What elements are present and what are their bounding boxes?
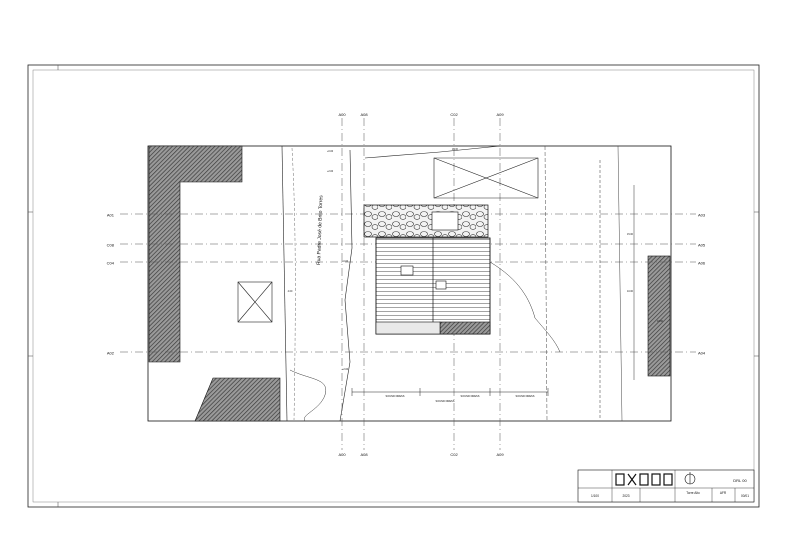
axis-label-right: A05 — [698, 243, 706, 248]
small-note: 10.00 — [657, 320, 664, 323]
roof-skylight — [400, 265, 414, 276]
small-notes: +0.00 +2.00 +0.00 +2.00 15.00 15.00 4.00 10.00 1… — [288, 148, 664, 371]
axis-label-bottom: A08 — [360, 452, 368, 457]
small-note: 4.00 — [288, 290, 293, 293]
section-tag: SOUND DRESS — [460, 394, 479, 398]
axis-label-top: A00 — [338, 112, 346, 117]
section-tag: SOUND DRESS — [515, 394, 534, 398]
date-value: 2023 — [622, 494, 629, 498]
axis-label-right: A06 — [698, 261, 706, 266]
neighbour-building-right — [647, 255, 671, 377]
axis-label-top: C02 — [450, 112, 458, 117]
small-note: +0.00 — [342, 260, 349, 263]
patio-bench — [431, 211, 459, 231]
logo-mark — [615, 473, 673, 486]
bottom-dimension-line — [351, 388, 549, 396]
roof-skylight — [435, 280, 447, 290]
axis-label-top: A08 — [360, 112, 368, 117]
axis-label-top: A09 — [496, 112, 504, 117]
page-number: 00/01 — [741, 494, 749, 498]
section-tag: SOUND DRESS — [435, 399, 454, 403]
section-tag: SOUND DRESS — [385, 394, 404, 398]
terrain-contour-5 — [617, 145, 623, 422]
axis-label-left: A01 — [107, 213, 115, 218]
project-name: Torre Alto — [686, 491, 700, 495]
sheet-outer-frame — [27, 64, 760, 508]
roof-eave — [375, 321, 441, 335]
sheet-inner-frame — [32, 69, 755, 503]
void-marker-left — [237, 281, 273, 323]
terrain-contour-6 — [544, 145, 548, 422]
axis-label-left: A02 — [107, 351, 115, 356]
right-dimension-lines — [599, 160, 635, 420]
street-label: Rua Padre José de Brito Torres — [316, 195, 324, 265]
site-boundary — [147, 145, 672, 422]
title-block — [577, 469, 755, 503]
stone-patio — [363, 204, 489, 238]
sheet-id: DRL 00 — [733, 478, 747, 483]
street-edge-line-2 — [291, 147, 296, 421]
drawn-by: AFR — [720, 491, 727, 495]
neighbour-building-left — [148, 145, 243, 363]
small-note: 15.00 — [452, 148, 459, 151]
void-marker-top — [433, 157, 539, 199]
axis-label-bottom: A00 — [338, 452, 346, 457]
small-note: +2.00 — [327, 170, 334, 173]
axis-label-bottom: C02 — [450, 452, 458, 457]
axis-label-left: C04 — [107, 261, 115, 266]
terrain-contour-2 — [364, 145, 501, 159]
axis-label-left: C08 — [107, 243, 115, 248]
terrain-contour-3 — [289, 369, 326, 422]
small-note: +0.00 — [327, 150, 334, 153]
terrain-contour-4 — [489, 261, 561, 353]
scale-value: 1/100 — [591, 494, 599, 498]
axis-label-right: A03 — [698, 213, 706, 218]
axis-label-right: A04 — [698, 351, 706, 356]
street-edge-line — [281, 145, 288, 422]
section-tags: SOUND DRESS SOUND DRESS SOUND DRESS SOUND D… — [385, 394, 534, 403]
small-note: +2.00 — [342, 368, 349, 371]
axis-label-bottom: A09 — [496, 452, 504, 457]
small-note: 10.00 — [627, 290, 634, 293]
small-note: 15.00 — [627, 233, 634, 236]
terrain-contour — [339, 149, 353, 422]
neighbour-building-bottom — [194, 377, 281, 422]
roof-annex — [439, 321, 491, 335]
